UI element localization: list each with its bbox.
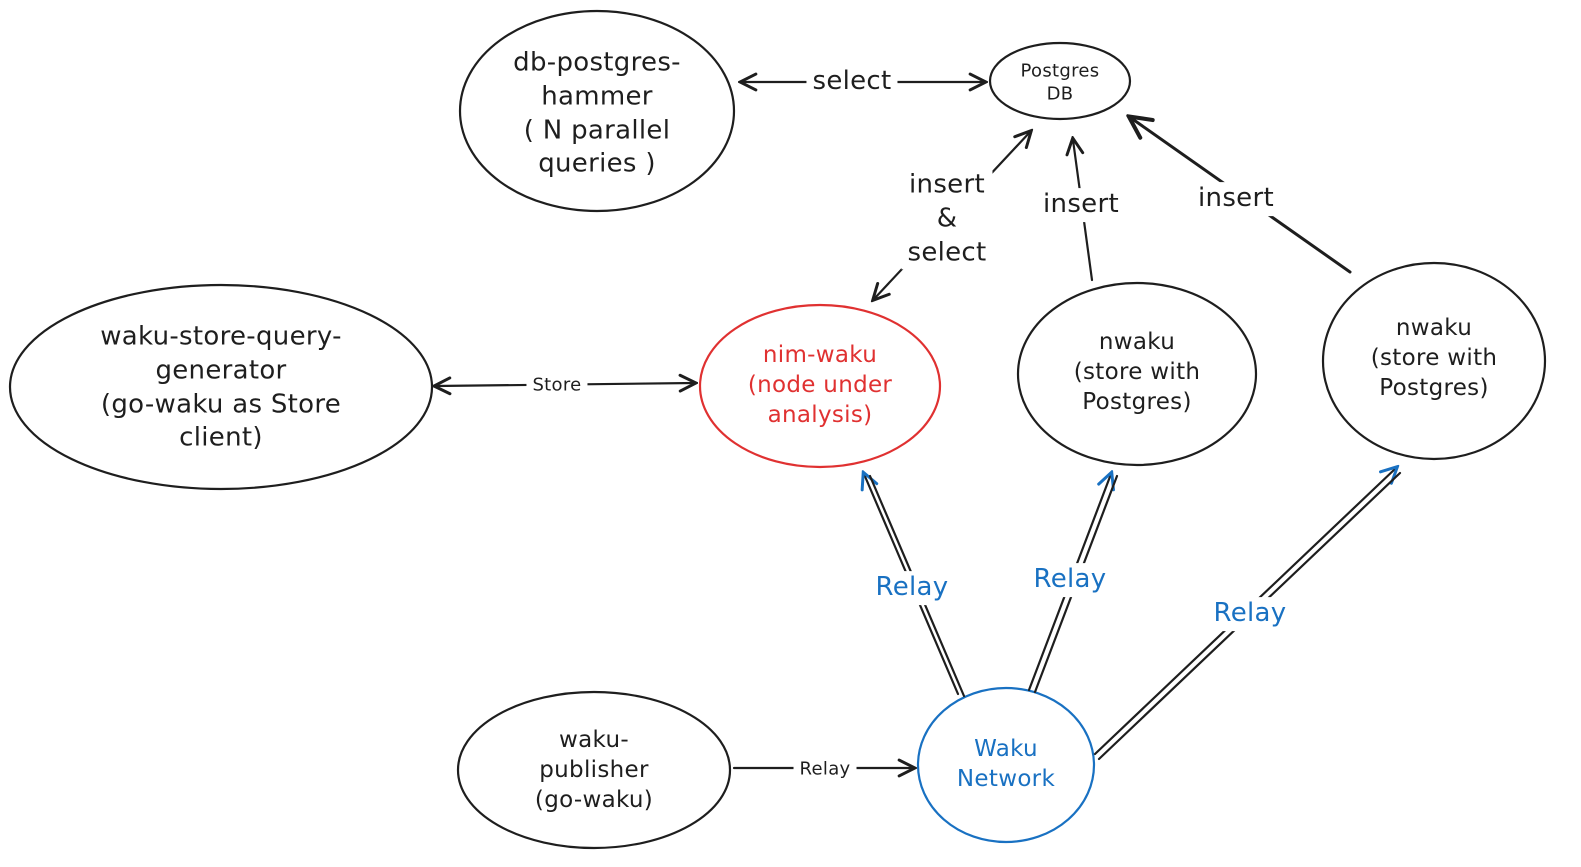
node-db-postgres-hammer-shape [458,9,736,213]
node-postgres-db-shape [988,41,1132,121]
node-nwaku-store-right-shape [1321,261,1547,461]
node-waku-publisher-shape [456,690,732,850]
node-nim-waku-label: nim-waku (node under analysis) [747,342,893,428]
edge-relay-nim-label: Relay [869,571,955,605]
node-waku-network-shape [916,686,1096,844]
edge-insert-select-label: insert & select [901,168,993,270]
edge-insert-right-label: insert [1192,182,1280,216]
node-postgres-db-label: Postgres DB [1020,60,1100,105]
node-waku-network-label: Waku Network [956,736,1056,792]
node-waku-publisher-label: waku- publisher (go-waku) [534,727,654,813]
edge-relay-center-label: Relay [1027,563,1113,597]
node-nwaku-store-center-label: nwaku (store with Postgres) [1073,329,1201,415]
node-nim-waku-shape [698,303,942,469]
edge-insert-center-label: insert [1037,188,1125,222]
edge-relay-right-label: Relay [1207,597,1293,631]
node-nwaku-store-right-label: nwaku (store with Postgres) [1370,315,1498,401]
edge-store-label: Store [526,373,588,397]
edge-select-label: select [806,65,898,99]
node-db-postgres-hammer-label: db-postgres- hammer ( N parallel queries… [513,47,681,179]
node-nwaku-store-center-shape [1016,281,1258,467]
node-waku-store-query-generator-label: waku-store-query- generator (go-waku as … [100,321,342,453]
edge-relay-publish-label: Relay [793,757,857,781]
